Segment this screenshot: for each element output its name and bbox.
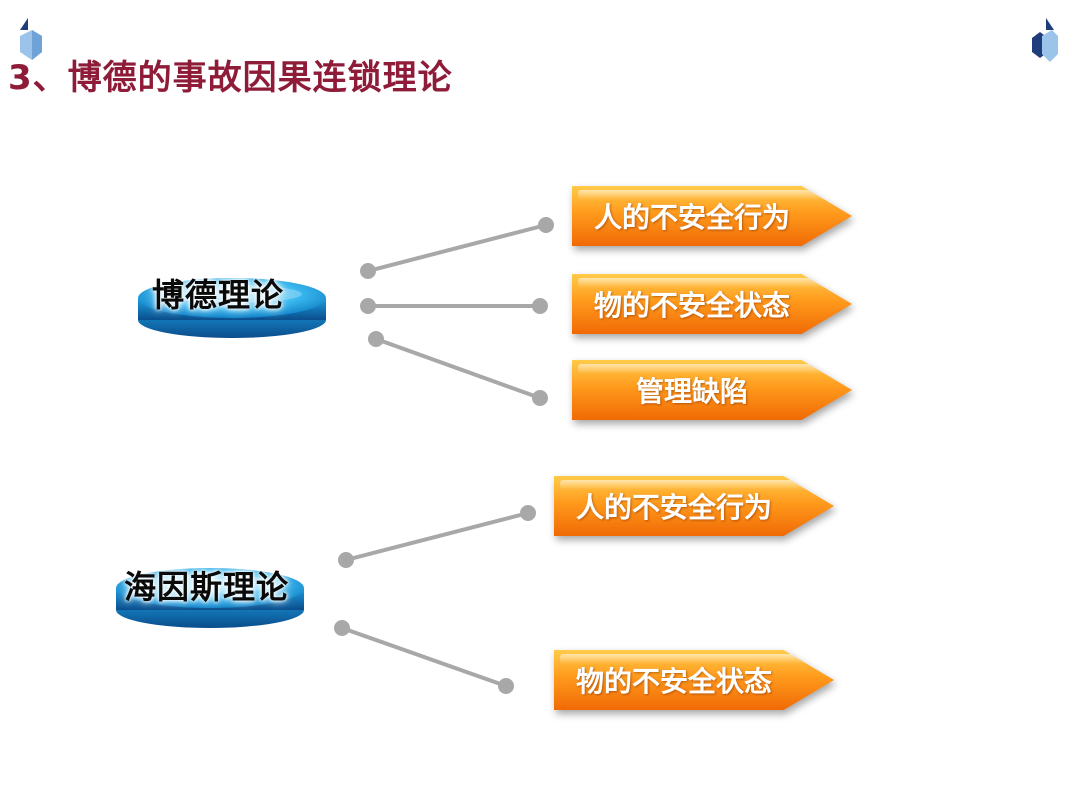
page-title: 3、博德的事故因果连锁理论	[8, 58, 453, 98]
logo-right-icon	[1032, 18, 1058, 62]
bird-theory-label: 博德理论	[152, 276, 285, 314]
bird-factor-1-label: 人的不安全行为	[593, 201, 790, 234]
bird-factor-2-arrow: 物的不安全状态	[572, 274, 852, 334]
connector-line	[340, 626, 508, 688]
heinrich-theory-label: 海因斯理论	[124, 568, 290, 606]
connector-line	[374, 337, 542, 400]
heinrich-disc	[116, 568, 304, 628]
bird-factor-1-arrow: 人的不安全行为	[572, 186, 852, 246]
bird-disc	[138, 278, 326, 338]
heinrich-factor-2-label: 物的不安全状态	[575, 665, 772, 698]
heinrich-factor-1-label: 人的不安全行为	[575, 491, 772, 524]
heinrich-factor-2-arrow: 物的不安全状态	[554, 650, 834, 710]
connector-line	[366, 223, 548, 273]
logo-left-icon	[20, 18, 42, 60]
connector-line	[344, 511, 530, 562]
bird-factor-3-arrow: 管理缺陷	[572, 360, 852, 420]
bird-factor-3-label: 管理缺陷	[635, 375, 748, 408]
bird-factor-2-label: 物的不安全状态	[593, 289, 790, 322]
heinrich-factor-1-arrow: 人的不安全行为	[554, 476, 834, 536]
